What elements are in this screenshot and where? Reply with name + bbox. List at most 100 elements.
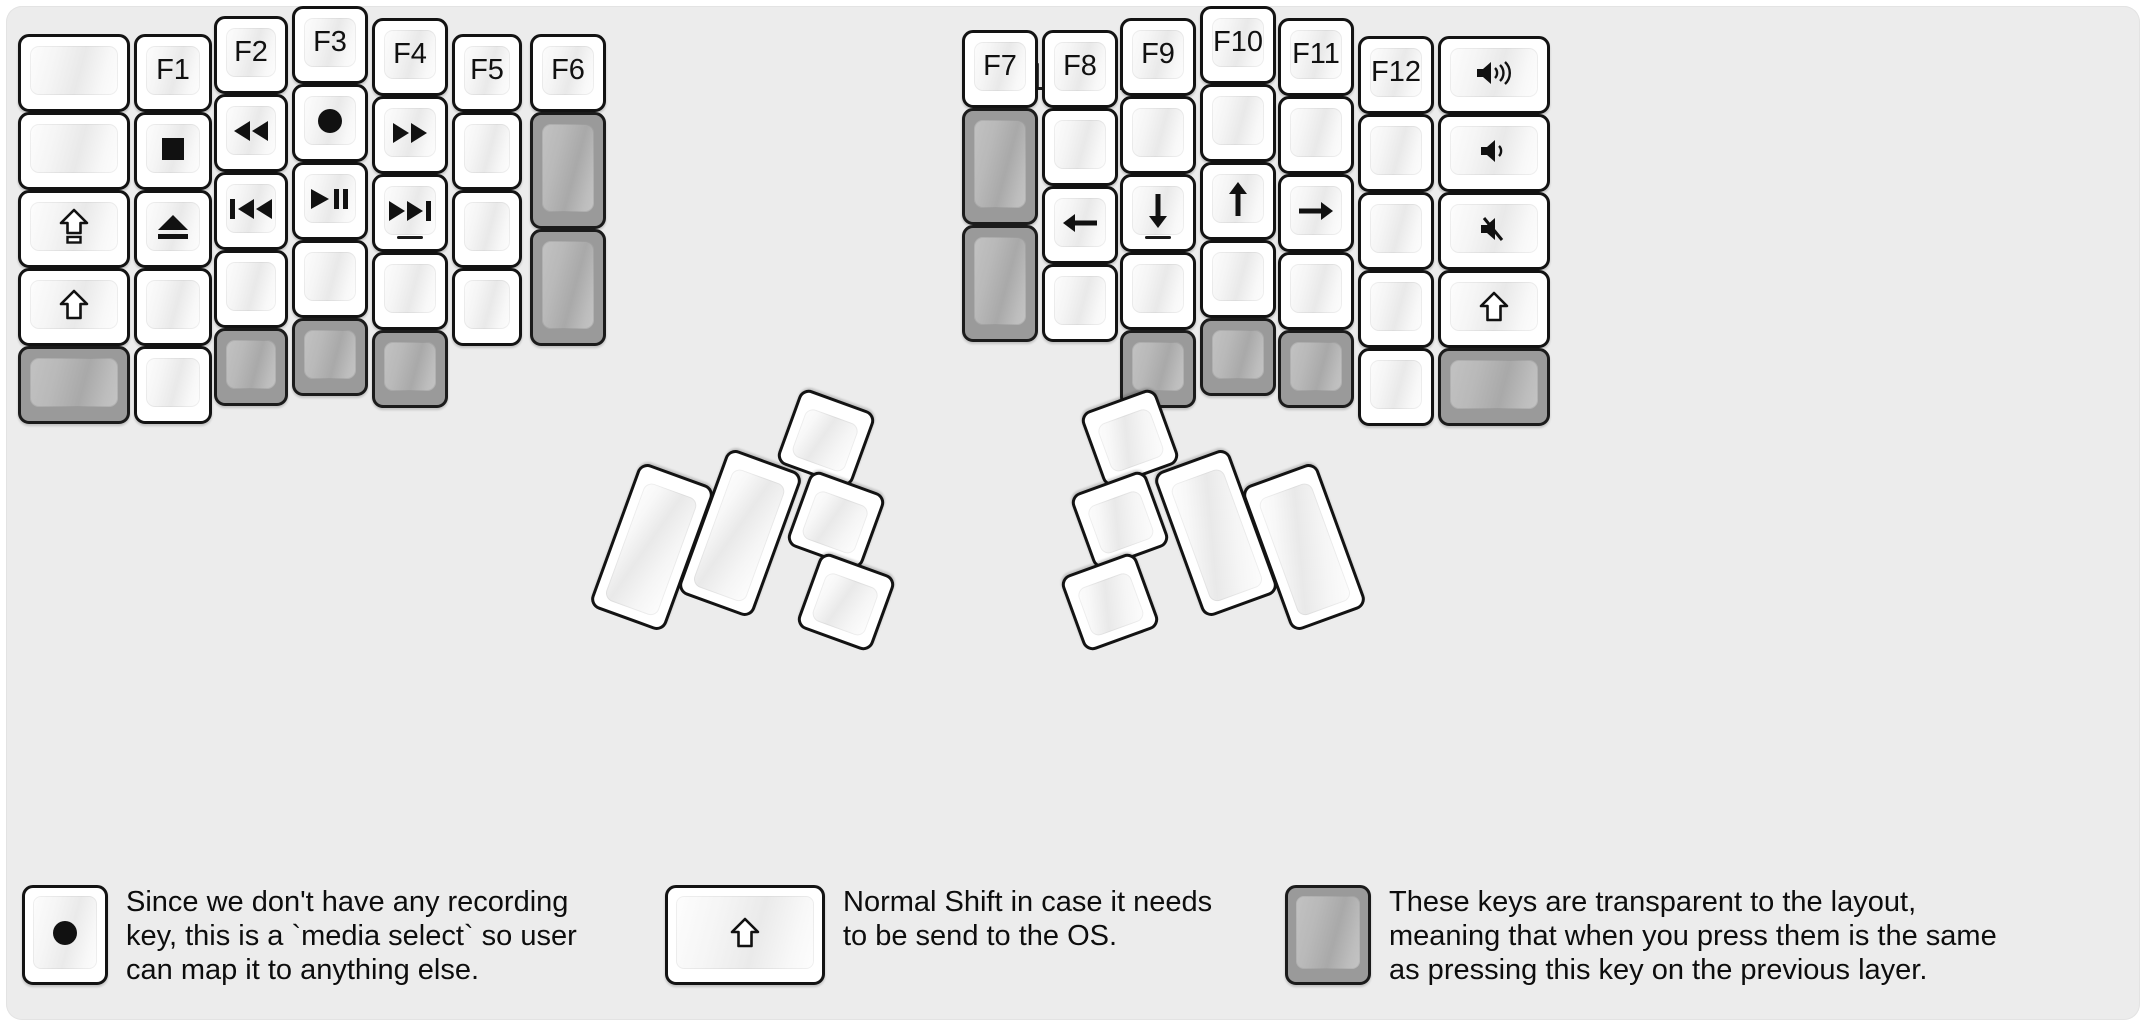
keycap-face (226, 262, 276, 311)
key-right-pinky-outer-r3[interactable] (1438, 270, 1550, 348)
key-left-middle-r4[interactable] (292, 318, 368, 396)
key-left-index-r2[interactable] (372, 174, 448, 252)
media-next-track-icon (384, 186, 436, 235)
keycap-face (790, 406, 861, 474)
key-label-blank (790, 407, 860, 474)
key-left-pinky-outer-r3[interactable] (18, 268, 130, 346)
key-left-pinky-r1[interactable] (134, 112, 212, 190)
key-left-index-inner-1-r3[interactable] (452, 268, 522, 346)
key-right-index-inner-1-r2[interactable] (1042, 186, 1118, 264)
key-right-index-inner-1-r1[interactable] (1042, 108, 1118, 186)
keycap-face (30, 202, 118, 251)
media-eject-icon (146, 202, 200, 251)
key-left-pinky-outer-r0[interactable] (18, 34, 130, 112)
key-right-index-inner-1-r0[interactable]: F8 (1042, 30, 1118, 108)
key-right-ring-r3[interactable] (1278, 252, 1354, 330)
key-right-pinky-r4[interactable] (1358, 348, 1434, 426)
key-left-pinky-outer-r4[interactable] (18, 346, 130, 424)
keycap-face (1132, 264, 1184, 313)
key-label-blank (1212, 96, 1264, 145)
key-label-blank (384, 264, 436, 313)
key-right-ring-r4[interactable] (1278, 330, 1354, 408)
key-left-index-inner-1-r1[interactable] (452, 112, 522, 190)
key-right-middle-r1[interactable] (1200, 84, 1276, 162)
key-left-index-inner-1-r0[interactable]: F5 (452, 34, 522, 112)
key-right-pinky-r0[interactable]: F12 (1358, 36, 1434, 114)
key-right-index-inner-2-r0[interactable]: F7 (962, 30, 1038, 108)
key-right-pinky-r2[interactable] (1358, 192, 1434, 270)
key-left-pinky-r0[interactable]: F1 (134, 34, 212, 112)
key-left-ring-r3[interactable] (214, 250, 288, 328)
key-label-blank (304, 252, 356, 301)
key-left-index-inner-2-r1[interactable] (530, 112, 606, 229)
keycap-face (464, 124, 510, 173)
key-left-middle-r0[interactable]: F3 (292, 6, 368, 84)
key-label: F3 (313, 26, 347, 58)
key-right-index-inner-2-r1[interactable] (962, 108, 1038, 225)
media-stop-icon (146, 124, 200, 173)
key-left-pinky-r4[interactable] (134, 346, 212, 424)
keycap-face (1450, 48, 1538, 97)
key-right-ring-r1[interactable] (1278, 96, 1354, 174)
key-right-middle-r2[interactable] (1200, 162, 1276, 240)
key-right-pinky-outer-r0[interactable] (1438, 36, 1550, 114)
keycap-face (1450, 360, 1538, 409)
keycap-face (1290, 264, 1342, 313)
keycap-face (304, 96, 356, 145)
key-label-blank (464, 280, 510, 329)
key-right-index-r0[interactable]: F9 (1120, 18, 1196, 96)
keycap-face (1212, 330, 1264, 379)
key-right-index-inner-2-r2[interactable] (962, 225, 1038, 342)
keycap-face (1054, 276, 1106, 325)
key-label-blank (30, 358, 118, 407)
keycap-face (226, 106, 276, 155)
key-left-index-r1[interactable] (372, 96, 448, 174)
legend-description-1: Since we don't have any recording key, t… (126, 886, 577, 987)
key-right-middle-r4[interactable] (1200, 318, 1276, 396)
key-label-blank (464, 202, 510, 251)
key-right-index-r3[interactable] (1120, 252, 1196, 330)
keycap-face: F12 (1370, 48, 1422, 97)
key-right-pinky-r3[interactable] (1358, 270, 1434, 348)
key-right-pinky-outer-r1[interactable] (1438, 114, 1550, 192)
key-label-blank (1096, 407, 1166, 474)
key-label-blank (1370, 360, 1422, 409)
key-left-pinky-r2[interactable] (134, 190, 212, 268)
key-right-ring-r0[interactable]: F11 (1278, 18, 1354, 96)
key-left-index-r3[interactable] (372, 252, 448, 330)
key-left-pinky-r3[interactable] (134, 268, 212, 346)
keycap-face (1075, 570, 1146, 638)
legend-sample-key-1 (22, 885, 108, 985)
key-right-pinky-r1[interactable] (1358, 114, 1434, 192)
key-left-pinky-outer-r1[interactable] (18, 112, 130, 190)
key-label-blank (146, 280, 200, 329)
legend-item-1: Since we don't have any recording key, t… (22, 885, 646, 988)
key-left-ring-r4[interactable] (214, 328, 288, 406)
key-left-index-inner-1-r2[interactable] (452, 190, 522, 268)
key-right-pinky-outer-r4[interactable] (1438, 348, 1550, 426)
homing-bar (397, 236, 423, 239)
key-left-index-r4[interactable] (372, 330, 448, 408)
key-left-ring-r2[interactable] (214, 172, 288, 250)
key-label-blank (1132, 108, 1184, 157)
key-right-ring-r2[interactable] (1278, 174, 1354, 252)
media-fast-forward-icon (384, 108, 436, 157)
key-left-pinky-outer-r2[interactable] (18, 190, 130, 268)
key-right-index-inner-1-r3[interactable] (1042, 264, 1118, 342)
key-right-middle-r0[interactable]: F10 (1200, 6, 1276, 84)
legend-description-2: Normal Shift in case it needs to be send… (843, 886, 1213, 953)
key-right-middle-r3[interactable] (1200, 240, 1276, 318)
key-left-ring-r0[interactable]: F2 (214, 16, 288, 94)
key-left-ring-r1[interactable] (214, 94, 288, 172)
key-right-index-r4[interactable] (1120, 330, 1196, 408)
key-left-index-inner-2-r2[interactable] (530, 229, 606, 346)
key-left-middle-r3[interactable] (292, 240, 368, 318)
key-label-blank (1370, 204, 1422, 253)
key-right-index-r1[interactable] (1120, 96, 1196, 174)
key-right-index-r2[interactable] (1120, 174, 1196, 252)
key-left-middle-r1[interactable] (292, 84, 368, 162)
key-left-middle-r2[interactable] (292, 162, 368, 240)
key-left-index-r0[interactable]: F4 (372, 18, 448, 96)
key-left-index-inner-2-r0[interactable]: F6 (530, 34, 606, 112)
key-right-pinky-outer-r2[interactable] (1438, 192, 1550, 270)
